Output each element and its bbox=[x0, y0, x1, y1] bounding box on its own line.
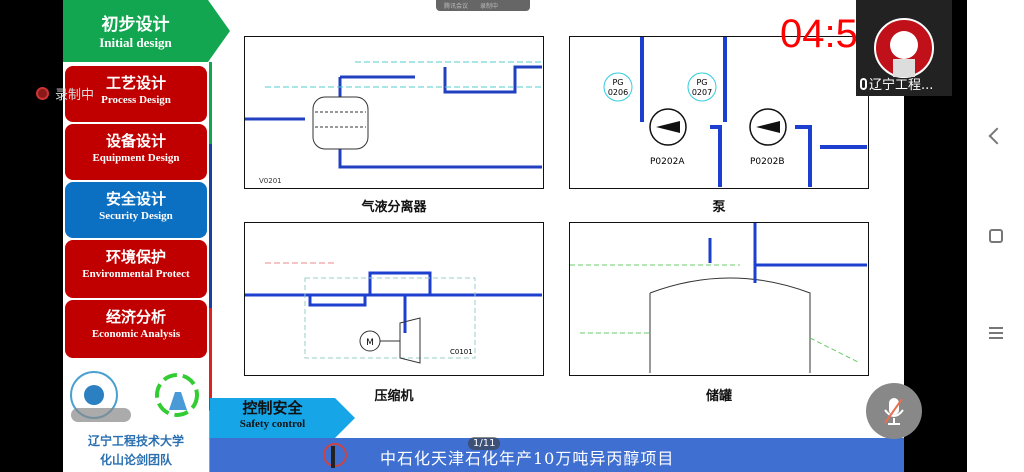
team-logo-icon bbox=[155, 373, 199, 417]
sinopec-logo-icon bbox=[323, 443, 347, 468]
caption-separator: 气液分离器 bbox=[361, 200, 427, 215]
section-title-cn: 控制安全 bbox=[242, 399, 303, 417]
menu-divider bbox=[209, 62, 212, 472]
pump-tag: P0202A bbox=[650, 157, 685, 167]
microphone-muted-icon bbox=[884, 398, 904, 425]
compressor-tag: C0101 bbox=[450, 348, 473, 356]
meeting-status-pill: 腾讯会议 录制中 bbox=[436, 0, 530, 11]
gauge-number: 0207 bbox=[692, 88, 712, 97]
menu-label-cn: 工艺设计 bbox=[105, 74, 166, 92]
menu-label-en: Environmental Protect bbox=[82, 268, 190, 280]
meeting-app-label: 腾讯会议 bbox=[444, 3, 469, 10]
countdown-timer: 04:5 bbox=[780, 12, 858, 56]
recent-apps-icon[interactable] bbox=[989, 327, 1003, 339]
home-icon[interactable] bbox=[989, 229, 1003, 243]
mute-microphone-button[interactable] bbox=[866, 383, 922, 439]
menu-security-design[interactable]: 安全设计 Security Design bbox=[65, 182, 207, 238]
diagram-gas-liquid-separator: V0201 bbox=[244, 36, 544, 189]
presentation-slide: 初步设计 Initial design 工艺设计 Process Design 设… bbox=[63, 0, 904, 472]
vessel-tag: V0201 bbox=[259, 177, 282, 185]
diagram-storage-tank bbox=[569, 222, 869, 376]
recording-pill-label: 录制中 bbox=[480, 3, 499, 10]
menu-process-design[interactable]: 工艺设计 Process Design bbox=[65, 66, 207, 122]
menu-label-cn: 安全设计 bbox=[105, 190, 166, 208]
participant-name: 辽宁工程... bbox=[869, 78, 934, 93]
section-safety-control: 控制安全 Safety control bbox=[210, 398, 355, 438]
caption-tank: 储罐 bbox=[705, 389, 732, 404]
menu-initial-cn: 初步设计 bbox=[101, 15, 170, 35]
caption-compressor: 压缩机 bbox=[374, 389, 414, 404]
school-name: 辽宁工程技术大学 bbox=[87, 434, 184, 448]
recording-indicator: 录制中 bbox=[36, 84, 94, 103]
menu-label-en: Security Design bbox=[99, 210, 173, 222]
school-logos bbox=[70, 371, 199, 422]
android-nav-bar bbox=[967, 0, 1024, 472]
recording-label: 录制中 bbox=[55, 88, 95, 103]
university-logo-icon bbox=[70, 371, 131, 422]
participant-avatar bbox=[874, 18, 934, 78]
gauge-number: 0206 bbox=[608, 88, 628, 97]
menu-label-cn: 设备设计 bbox=[105, 132, 166, 150]
team-name: 化山论剑团队 bbox=[99, 453, 172, 467]
caption-pump: 泵 bbox=[712, 200, 726, 215]
menu-initial-design[interactable]: 初步设计 Initial design bbox=[63, 0, 230, 62]
motor-label: M bbox=[366, 338, 374, 348]
menu-initial-en: Initial design bbox=[99, 35, 172, 50]
microphone-icon bbox=[860, 77, 867, 90]
menu-economic-analysis[interactable]: 经济分析 Economic Analysis bbox=[65, 300, 207, 358]
section-title-en: Safety control bbox=[239, 418, 306, 430]
menu-label-en: Process Design bbox=[101, 94, 171, 106]
back-icon[interactable] bbox=[988, 127, 1006, 145]
page-indicator: 1/11 bbox=[468, 437, 501, 450]
menu-label-cn: 环境保护 bbox=[105, 248, 166, 266]
menu-environmental-protect[interactable]: 环境保护 Environmental Protect bbox=[65, 240, 207, 298]
footer-bar: 中石化天津石化年产10万吨异丙醇项目 bbox=[210, 438, 904, 472]
menu-label-en: Economic Analysis bbox=[91, 328, 181, 340]
pump-tag: P0202B bbox=[750, 157, 785, 167]
menu-label-cn: 经济分析 bbox=[105, 308, 166, 326]
gauge-label: PG bbox=[696, 78, 707, 87]
diagram-compressor: M C0101 bbox=[244, 222, 544, 376]
gauge-label: PG bbox=[612, 78, 623, 87]
participant-video-tile[interactable]: 辽宁工程... bbox=[856, 0, 952, 96]
record-dot-icon bbox=[36, 87, 49, 100]
menu-equipment-design[interactable]: 设备设计 Equipment Design bbox=[65, 124, 207, 180]
menu-label-en: Equipment Design bbox=[92, 152, 180, 164]
project-title: 中石化天津石化年产10万吨异丙醇项目 bbox=[380, 449, 675, 468]
